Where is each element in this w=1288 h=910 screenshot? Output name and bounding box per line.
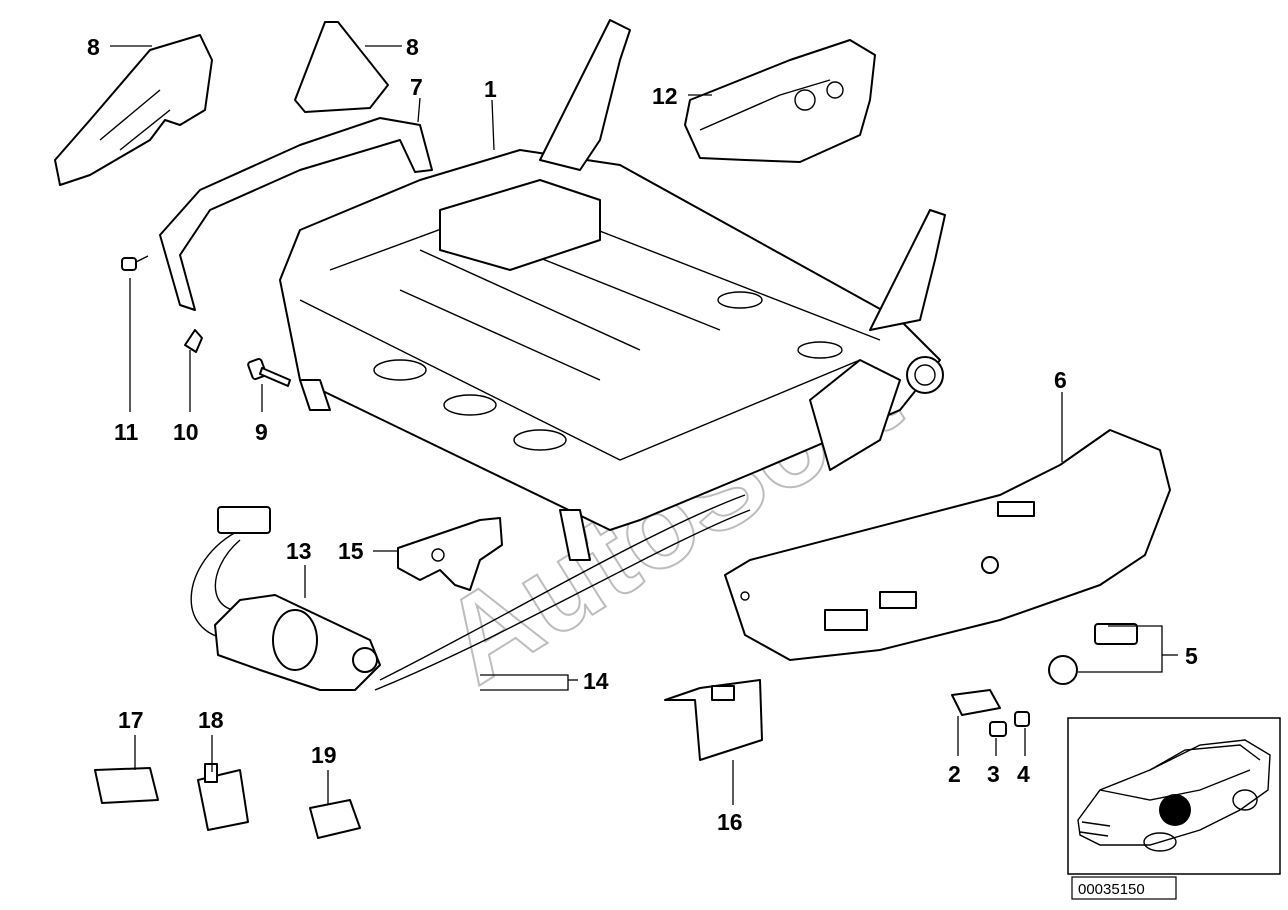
part-18-connector[interactable] — [197, 763, 249, 831]
callout-6: 6 — [1054, 367, 1067, 393]
callout-10: 10 — [173, 419, 199, 445]
callout-3: 3 — [987, 761, 1000, 787]
callout-13: 13 — [286, 538, 312, 564]
part-12-motor-gearbox[interactable] — [684, 39, 876, 163]
part-6-side-panel[interactable] — [724, 429, 1171, 661]
callout-2: 2 — [948, 761, 961, 787]
part-7-trim-strip[interactable] — [159, 117, 433, 311]
diagram-number-box — [1071, 876, 1177, 900]
diagram-number: 00035150 — [1078, 881, 1145, 898]
callout-1: 1 — [484, 76, 497, 102]
callout-11: 11 — [114, 419, 139, 445]
car-location-icon — [1077, 739, 1271, 852]
seat-location-marker — [1159, 794, 1191, 826]
inset-car-view: 00035150 — [1067, 717, 1281, 900]
part-9-bolt[interactable] — [247, 357, 291, 387]
callout-16: 16 — [717, 809, 743, 835]
part-1-seat-frame[interactable] — [279, 19, 946, 561]
part-10-clip[interactable] — [184, 329, 203, 353]
callout-12: 12 — [652, 83, 678, 109]
part-8-cap[interactable] — [294, 21, 389, 113]
part-4-button[interactable] — [1014, 711, 1030, 727]
part-14-flex-shaft[interactable] — [374, 494, 751, 691]
part-11-screw[interactable] — [121, 255, 149, 271]
callout-9: 9 — [255, 419, 268, 445]
callout-15: 15 — [338, 538, 364, 564]
part-19-cap[interactable] — [309, 799, 361, 839]
part-2-switch[interactable] — [951, 689, 1001, 716]
callout-4: 4 — [1017, 761, 1030, 787]
callout-19: 19 — [311, 742, 337, 768]
callout-18: 18 — [198, 707, 224, 733]
callout-8: 8 — [87, 34, 100, 60]
callout-5: 5 — [1185, 643, 1198, 669]
part-16-cover-plate[interactable] — [664, 679, 763, 761]
callout-17: 17 — [118, 707, 144, 733]
part-3-button[interactable] — [989, 721, 1007, 737]
part-8-left-cover[interactable] — [54, 34, 213, 186]
callout-7: 7 — [410, 74, 423, 100]
part-17-clip[interactable] — [94, 767, 159, 804]
callout-8: 8 — [406, 34, 419, 60]
part-15-bracket[interactable] — [397, 517, 503, 591]
callout-14: 14 — [583, 668, 609, 694]
part-13-drive-motor[interactable] — [190, 506, 381, 691]
leader-lines — [110, 45, 1178, 805]
part-5-switch-knob[interactable] — [1048, 623, 1138, 685]
